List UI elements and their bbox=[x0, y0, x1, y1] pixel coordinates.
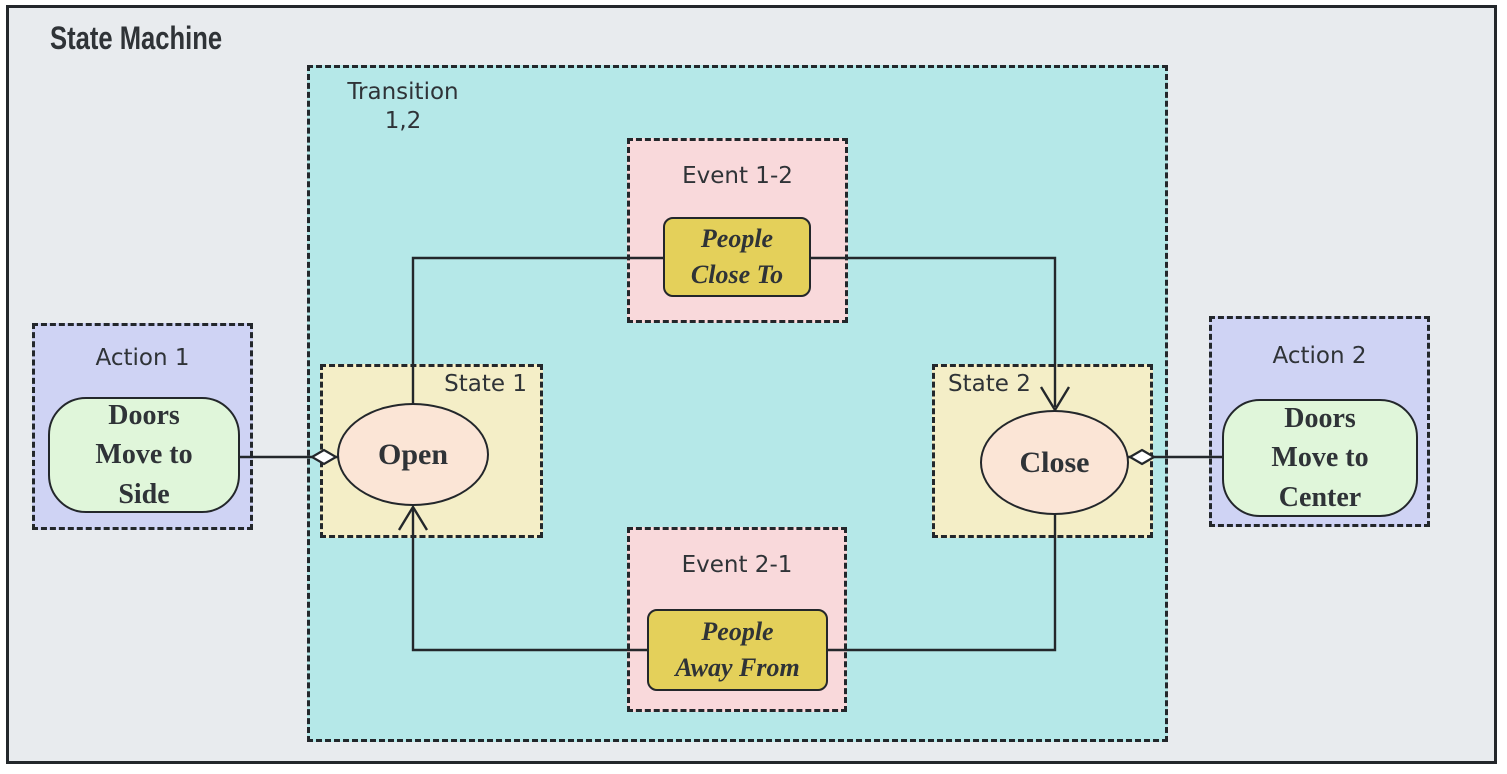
people-away-from-line1: People bbox=[701, 617, 774, 647]
node-people-away-from: People Away From bbox=[647, 609, 828, 691]
node-people-close-to: People Close To bbox=[663, 217, 811, 297]
doors-center-line2: Move to bbox=[1271, 442, 1369, 474]
doors-center-line3: Center bbox=[1278, 481, 1362, 513]
action-1-label: Action 1 bbox=[95, 345, 190, 371]
diagram-title: State Machine bbox=[50, 20, 223, 56]
doors-side-line3: Side bbox=[118, 478, 170, 510]
action-2-label: Action 2 bbox=[1272, 343, 1367, 369]
people-close-to-line2: Close To bbox=[690, 260, 784, 289]
transition-label-line1: Transition bbox=[347, 79, 459, 105]
doors-side-line1: Doors bbox=[108, 400, 180, 432]
transition-label: Transition 1,2 bbox=[323, 78, 483, 136]
node-state-close: Close bbox=[980, 410, 1129, 515]
state-2-label: State 2 bbox=[948, 371, 1031, 397]
open-label: Open bbox=[377, 437, 449, 471]
event-2-1-label: Event 2-1 bbox=[681, 552, 793, 578]
doors-center-line1: Doors bbox=[1284, 403, 1356, 435]
transition-label-line2: 1,2 bbox=[384, 107, 422, 134]
node-state-open: Open bbox=[337, 403, 489, 506]
event-1-2-label: Event 1-2 bbox=[682, 163, 793, 189]
doors-side-line2: Move to bbox=[95, 439, 193, 471]
people-close-to-line1: People bbox=[700, 224, 774, 254]
close-label: Close bbox=[1019, 445, 1090, 479]
node-doors-move-to-side: Doors Move to Side bbox=[48, 397, 240, 513]
node-doors-move-to-center: Doors Move to Center bbox=[1222, 399, 1418, 517]
people-away-from-line2: Away From bbox=[675, 653, 800, 682]
state-1-label: State 1 bbox=[444, 371, 527, 397]
